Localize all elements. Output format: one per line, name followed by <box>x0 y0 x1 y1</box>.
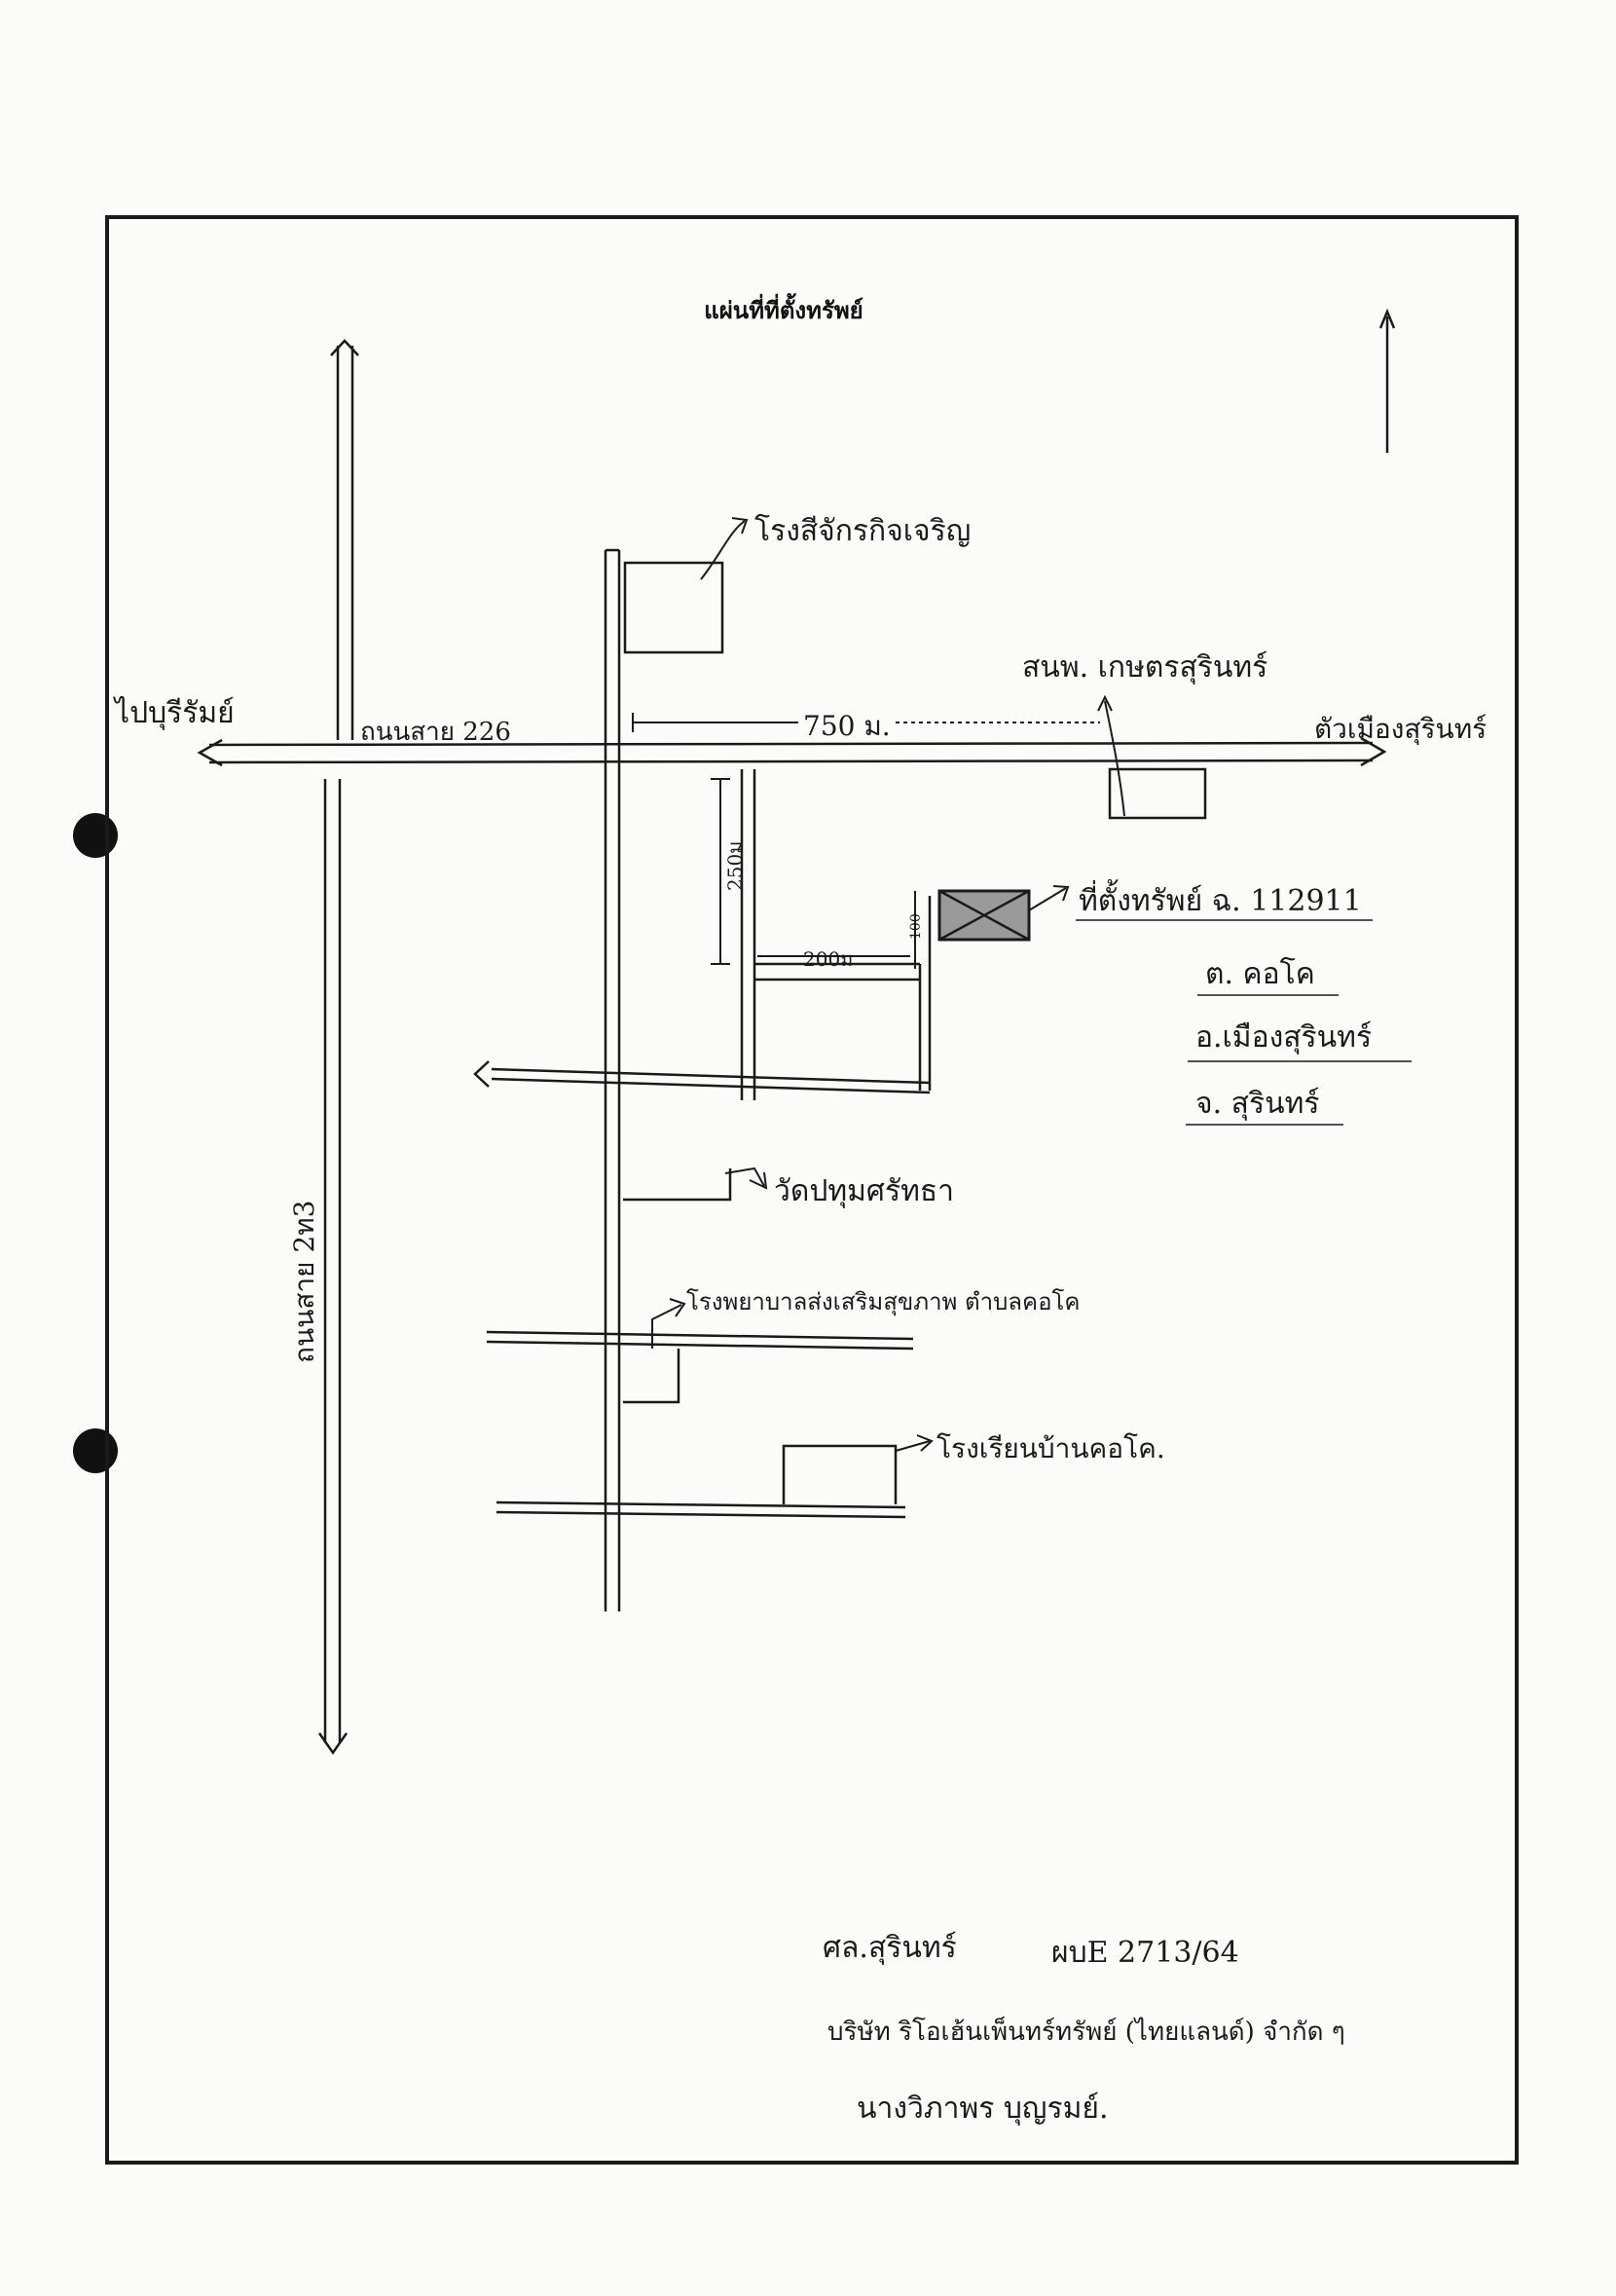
to-east-label: ตัวเมืองสุรินทร์ <box>1314 713 1487 746</box>
target-plot-icon <box>937 889 1031 942</box>
school-building <box>782 1444 898 1504</box>
leader-arrows <box>651 517 1125 1452</box>
lane-school <box>496 1500 906 1519</box>
property-amphoe: อ.เมืองสุรินทร์ <box>1195 1020 1372 1055</box>
note-court: ศล.สุรินทร์ <box>823 1931 957 1966</box>
bank-label: สนพ. เกษตรสุรินทร์ <box>1022 650 1267 685</box>
temple-building <box>623 1168 732 1202</box>
property-label: ที่ตั้งทรัพย์ ฉ. 112911 <box>1079 879 1362 918</box>
north-arrow-icon <box>1378 308 1396 453</box>
hospital-building <box>623 1349 680 1404</box>
road-2xx-label: ถนนสาย 2ท3 <box>288 1201 320 1363</box>
distance-100-label: 100 <box>908 913 924 940</box>
bank-building <box>1108 767 1207 820</box>
hall-building <box>623 561 724 654</box>
note-person: นางวิภาพร บุญรมย์. <box>857 2092 1109 2127</box>
soi-secondary <box>740 769 932 1100</box>
road-226 <box>197 736 1387 767</box>
property-changwat: จ. สุรินทร์ <box>1195 1087 1319 1122</box>
binder-hole-top <box>73 813 118 858</box>
distance-750-label: 750 ม. <box>803 710 891 742</box>
road-226-label: ถนนสาย 226 <box>360 718 511 747</box>
property-tambon: ต. คอโค <box>1205 956 1315 991</box>
binder-hole-bottom <box>73 1428 118 1473</box>
lane-west <box>473 1060 931 1094</box>
map-frame <box>105 215 1519 2165</box>
hall-label: โรงสีจักรกิจเจริญ <box>754 513 971 548</box>
dimension-750 <box>632 713 1100 732</box>
map-title: แผ่นที่ที่ตั้งทรัพย์ <box>704 292 863 324</box>
note-company: บริษัท ริโอเฮ้นเพ็นทร์ทรัพย์ (ไทยแลนด์) … <box>827 2016 1345 2047</box>
distance-200-label: 200ม <box>803 947 853 971</box>
note-case-number: ผบE 2713/64 <box>1051 1936 1239 1970</box>
temple-label: วัดปทุมศรัทธา <box>774 1174 954 1209</box>
road-2xx <box>317 339 359 1756</box>
dimension-250 <box>711 778 730 965</box>
to-west-label: ไปบุรีรัมย์ <box>113 695 235 731</box>
school-label: โรงเรียนบ้านคอโค. <box>937 1432 1165 1464</box>
lane-hospital <box>486 1330 914 1351</box>
distance-250-label: 250ม <box>723 841 747 891</box>
hospital-label: โรงพยาบาลส่งเสริมสุขภาพ ตำบลคอโค <box>686 1288 1080 1316</box>
soi-main <box>604 548 621 1611</box>
